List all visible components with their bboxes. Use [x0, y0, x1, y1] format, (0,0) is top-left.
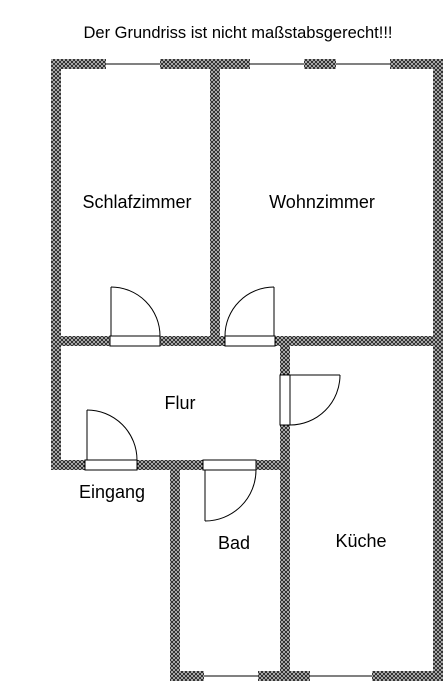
doors: [84, 286, 341, 522]
windows: [106, 59, 390, 681]
window-kitchen: [310, 671, 372, 681]
door-bedroom: [109, 286, 161, 347]
door-living: [224, 286, 276, 347]
room-label-flur: Flur: [165, 393, 196, 413]
wall-bedroom-living: [210, 59, 220, 345]
scale-notice: Der Grundriss ist nicht maßstabsgerecht!…: [83, 24, 392, 42]
room-label-schlafzimmer: Schlafzimmer: [82, 192, 191, 212]
wall-left: [51, 59, 61, 470]
wall-bath-left: [170, 460, 180, 681]
door-bath: [202, 459, 257, 522]
wall-right: [433, 59, 443, 681]
walls: [51, 59, 443, 681]
window-living-right: [336, 59, 390, 69]
wall-hall-kitchen: [280, 336, 290, 681]
wall-top: [51, 59, 443, 69]
wall-bottom: [170, 671, 443, 681]
window-living-left: [250, 59, 304, 69]
window-bedroom: [106, 59, 160, 69]
door-kitchen: [279, 374, 341, 426]
room-label-bad: Bad: [218, 533, 250, 553]
room-label-wohnzimmer: Wohnzimmer: [269, 192, 375, 212]
room-label-kueche: Küche: [335, 531, 386, 551]
entrance-label: Eingang: [79, 482, 145, 502]
door-entrance: [84, 409, 138, 471]
window-bath: [204, 671, 258, 681]
